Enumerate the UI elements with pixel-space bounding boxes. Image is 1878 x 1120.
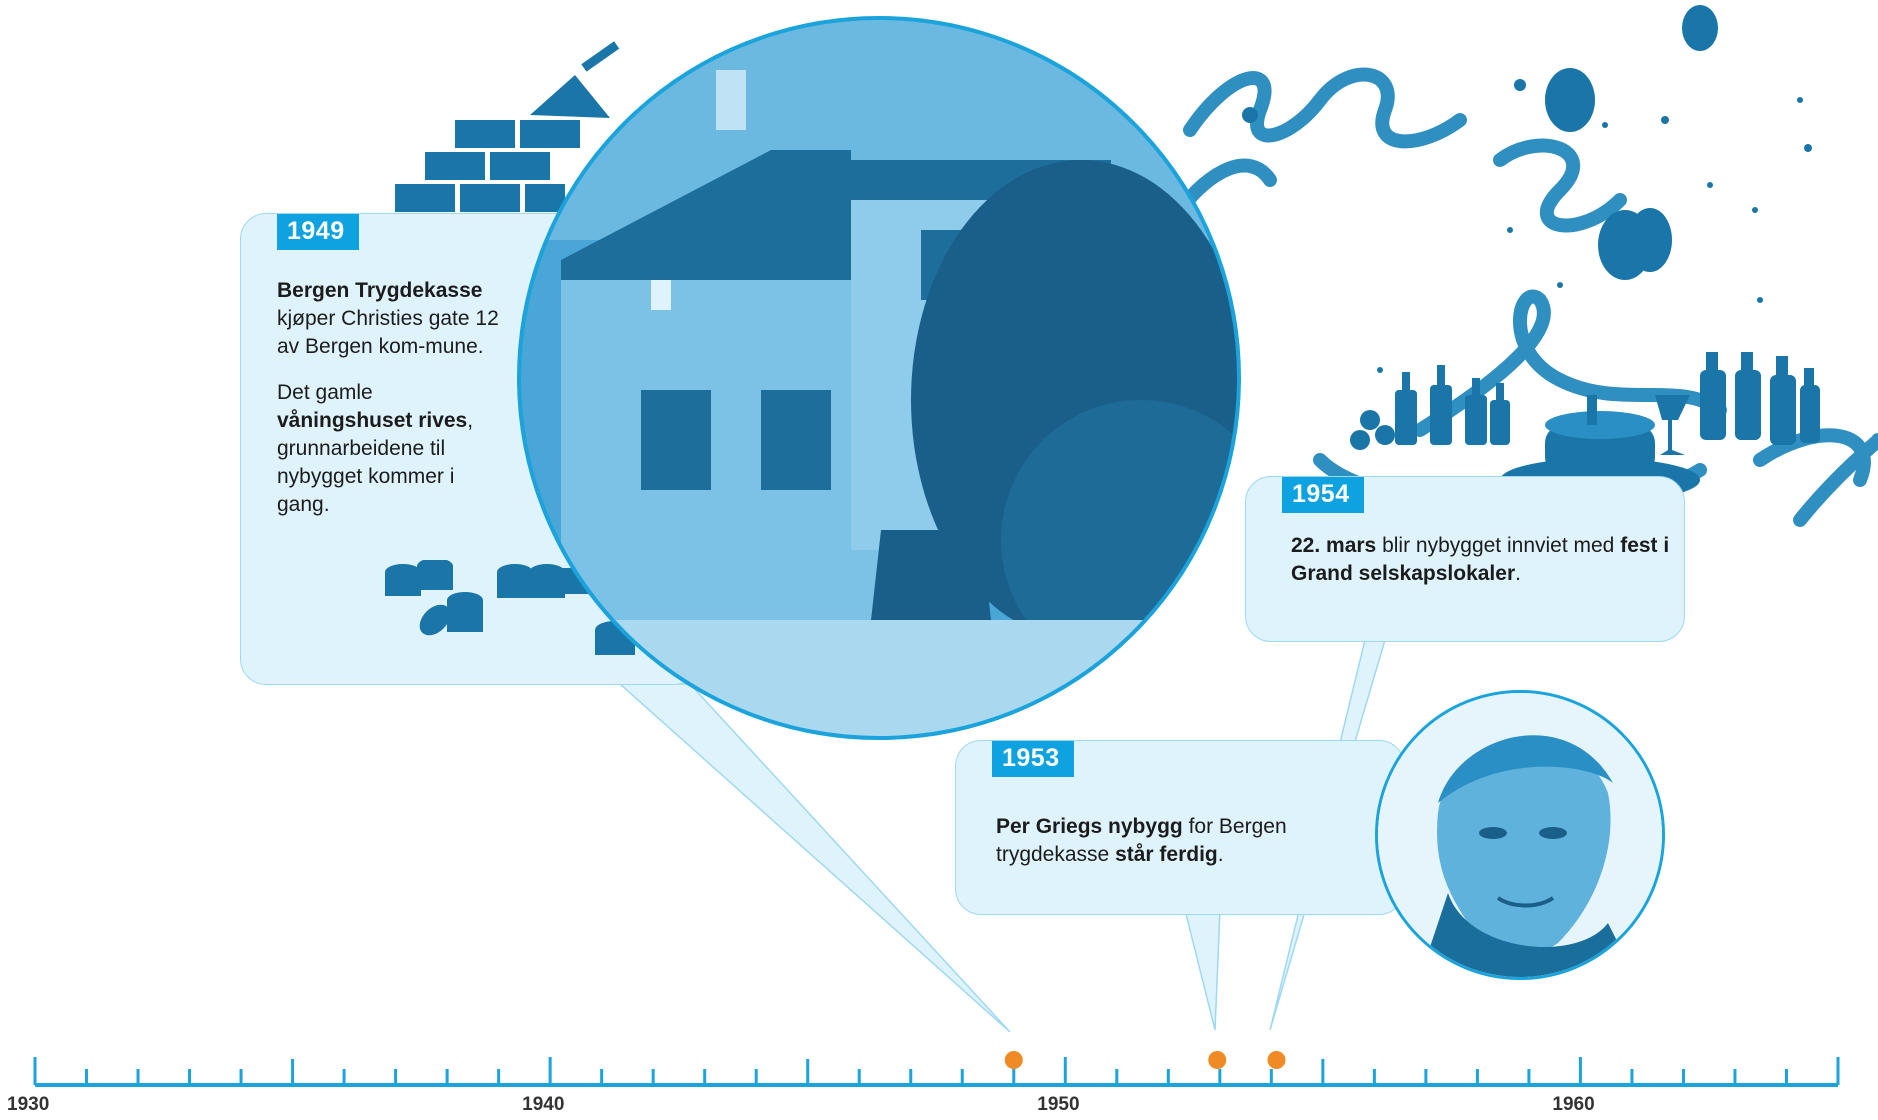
event-paragraph: 22. mars blir nybygget innviet med fest … [1291, 534, 1670, 585]
house-photo [517, 16, 1241, 740]
portrait-illustration [1378, 693, 1662, 977]
event-paragraph: Bergen Trygdekasse kjøper Christies gate… [277, 279, 499, 358]
balloons-icon [1242, 5, 1718, 280]
event-marker [1208, 1051, 1227, 1069]
portrait-photo [1375, 690, 1665, 980]
year-tag: 1953 [992, 741, 1074, 777]
axis-tick-label: 1960 [1552, 1094, 1595, 1115]
axis-tick-label: 1950 [1037, 1094, 1080, 1115]
event-paragraph: Per Griegs nybygg for Bergen trygdekasse… [996, 815, 1287, 866]
event-marker [1004, 1051, 1023, 1069]
house-photo-illustration [521, 20, 1237, 736]
event-paragraph: Det gamle våningshuset rives, grunnarbei… [277, 381, 474, 516]
event-card-1953: 1953 Per Griegs nybygg for Bergen trygde… [955, 740, 1405, 915]
event-card-1954: 1954 22. mars blir nybygget innviet med … [1245, 476, 1685, 642]
brick-wall-trowel-icon [395, 41, 620, 212]
event-text: 22. mars blir nybygget innviet med fest … [1291, 532, 1671, 606]
stars-icon [1377, 97, 1812, 373]
event-marker [1267, 1051, 1286, 1069]
event-text: Per Griegs nybygg for Bergen trygdekasse… [996, 813, 1316, 887]
axis-tick-label: 1930 [7, 1094, 50, 1115]
event-text: Bergen Trygdekasse kjøper Christies gate… [277, 277, 507, 537]
axis-tick-label: 1940 [522, 1094, 565, 1115]
coin-stacks-icon [385, 560, 635, 655]
year-tag: 1949 [277, 214, 359, 250]
year-tag: 1954 [1282, 477, 1364, 513]
